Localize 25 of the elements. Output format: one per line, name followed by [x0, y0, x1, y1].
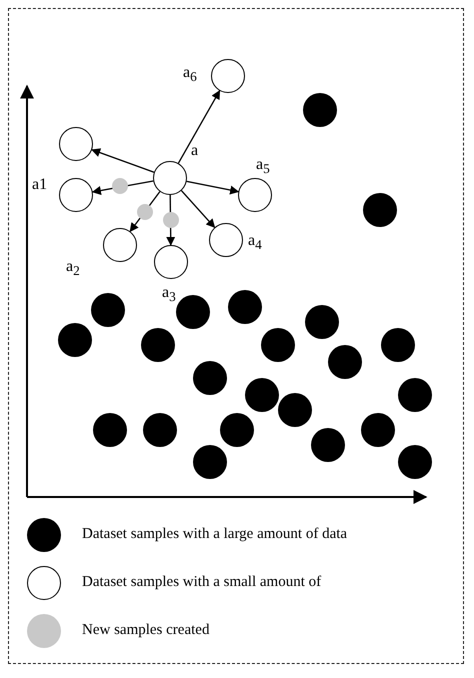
- point-label: a1: [32, 176, 48, 194]
- arrow: [166, 195, 176, 246]
- arrow: [186, 180, 240, 195]
- point-label: a$_{2}$: [66, 258, 80, 280]
- sample-circle: [153, 161, 187, 195]
- legend-text: Dataset samples with a large amount of data: [82, 526, 348, 543]
- point-label: a$_{4}$: [248, 232, 262, 254]
- arrow: [91, 148, 154, 173]
- sample-circle: [59, 127, 93, 161]
- legend-text: New samples created: [82, 622, 210, 639]
- sample-circle: [59, 178, 93, 212]
- point-label: a$_{5}$: [256, 156, 270, 178]
- sample-circle: [154, 245, 188, 279]
- sample-circle: [211, 59, 245, 93]
- arrow: [180, 190, 216, 228]
- sample-circle: [209, 223, 243, 257]
- arrow: [92, 180, 154, 195]
- sample-circle: [238, 178, 272, 212]
- sample-circle: [103, 228, 137, 262]
- arrow: [178, 90, 220, 164]
- point-label: a$_{3}$: [162, 284, 176, 306]
- legend-text: Dataset samples with a small amount of: [82, 574, 322, 591]
- point-label: a$_{6}$: [183, 64, 197, 86]
- point-label: a: [191, 142, 198, 160]
- arrow: [130, 191, 160, 232]
